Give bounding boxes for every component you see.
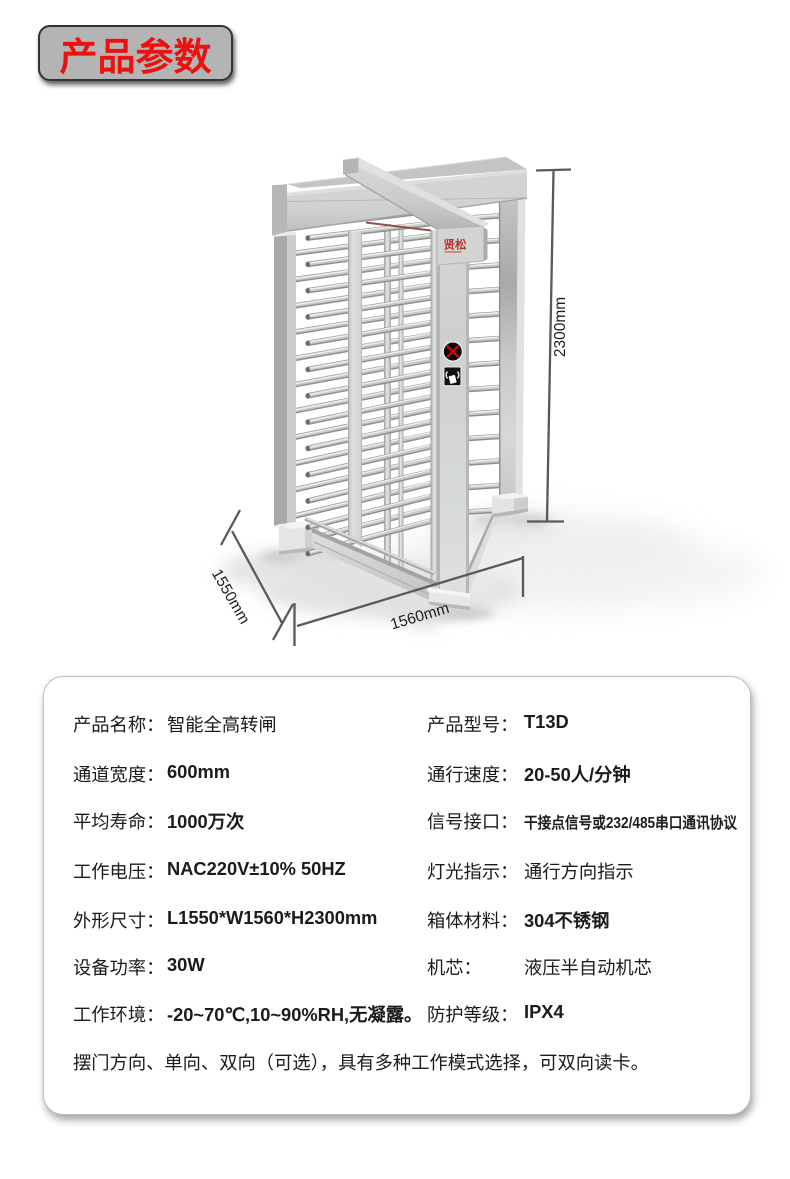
svg-text:贤松: 贤松 [444,238,467,252]
svg-text:2300mm: 2300mm [552,297,569,357]
